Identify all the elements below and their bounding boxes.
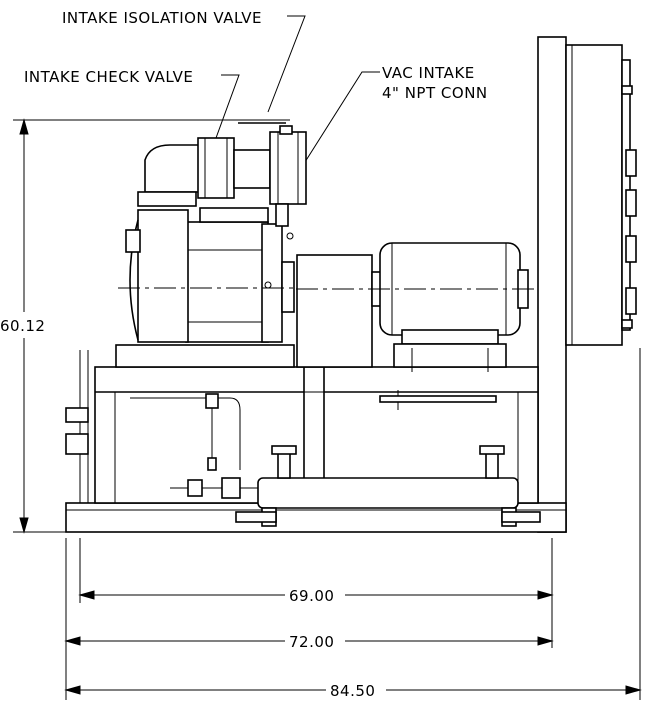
label-vac-intake-line1: VAC INTAKE: [382, 64, 475, 82]
width-inner-value: 69.00: [289, 587, 334, 605]
leader-intake-check-valve: [215, 74, 240, 139]
intake-piping: [137, 122, 307, 227]
height-dimension: 60.12: [0, 118, 290, 534]
height-dimension-value: 60.12: [0, 317, 45, 335]
label-vac-intake-line2: 4" NPT CONN: [382, 84, 488, 102]
fluid-piping: [65, 393, 258, 499]
width-overall-value: 84.50: [330, 682, 375, 700]
width-middle-value: 72.00: [289, 633, 334, 651]
vacuum-pump: [115, 209, 295, 368]
electric-motor: [296, 242, 538, 372]
label-intake-isolation-valve: INTAKE ISOLATION VALVE: [62, 9, 262, 27]
belt-guard: [296, 254, 373, 368]
label-intake-check-valve: INTAKE CHECK VALVE: [24, 68, 193, 86]
leader-vac-intake: [304, 71, 380, 163]
heat-exchanger: [235, 445, 541, 527]
width-dimensions: 69.00 72.00 84.50: [64, 348, 642, 700]
leader-intake-isolation-valve: [267, 15, 306, 113]
control-panel: [537, 36, 637, 533]
